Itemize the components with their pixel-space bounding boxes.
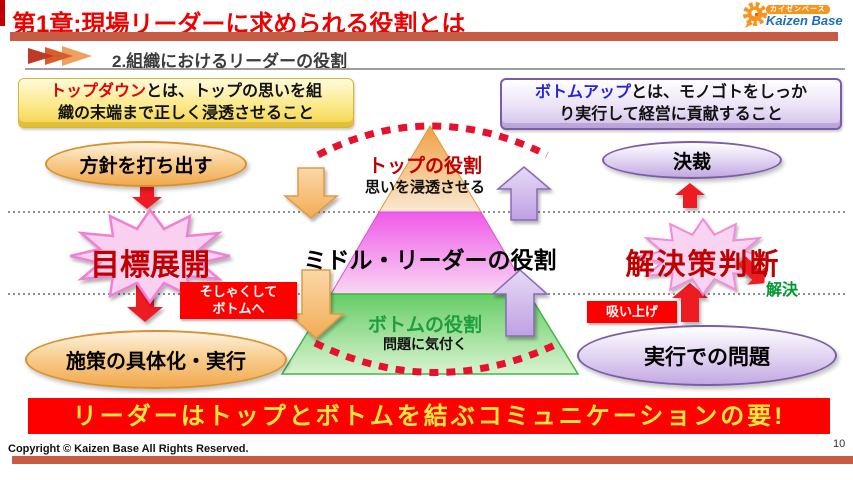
problem-label: 実行での問題 xyxy=(644,345,770,369)
goal-burst-label: 目標展開 xyxy=(90,249,210,282)
solve-label: 解決 xyxy=(766,282,799,299)
top-role-label: トップの役割 xyxy=(367,156,482,177)
kaizen-logo: カイゼンベース Kaizen Base xyxy=(740,1,852,31)
policy-label: 方針を打ち出す xyxy=(79,155,213,177)
topdown-line1-rest: とは、トップの思いを組 xyxy=(146,83,323,100)
middle-role-label: ミドル・リーダーの役割 xyxy=(303,247,557,273)
problem-ellipse: 実行での問題 xyxy=(577,325,837,386)
topdown-line2: 織の末端まで正しく浸透させること xyxy=(57,105,314,122)
implement-ellipse: 施策の具体化・実行 xyxy=(25,330,287,389)
section-heading: 2.組織におけるリーダーの役割 xyxy=(112,52,348,71)
purple-up-arrow-top xyxy=(495,166,553,221)
orange-down-arrow-top xyxy=(282,167,340,219)
section-rule xyxy=(25,68,845,70)
triple-chevron-icon xyxy=(28,46,92,66)
policy-ellipse: 方針を打ち出す xyxy=(45,141,247,187)
red-down-arrow-policy xyxy=(132,186,162,209)
logo-brand: Kaizen Base xyxy=(766,12,843,28)
logo-tagline: カイゼンベース xyxy=(766,4,830,14)
bottomup-line2: り実行して経営に貢献すること xyxy=(559,106,783,123)
chew-line1: そしゃくして xyxy=(199,284,278,299)
bottom-role-sub-label: 問題に気付く xyxy=(383,336,467,352)
pickup-note: 吸い上げ xyxy=(587,301,677,323)
bottomup-callout: ボトムアップとは、モノゴトをしっか り実行して経営に貢献すること xyxy=(500,78,842,130)
implement-label: 施策の具体化・実行 xyxy=(66,351,246,373)
topdown-line1: トップダウンとは、トップの思いを組 xyxy=(19,81,353,103)
pyramid-bottom-band xyxy=(280,293,580,375)
bottomup-line1-rest: とは、モノゴトをしっか xyxy=(631,84,808,101)
topdown-callout: トップダウンとは、トップの思いを組 織の末端まで正しく浸透させること xyxy=(18,78,354,128)
chew-note: そしゃくして ボトムへ xyxy=(180,282,297,319)
copyright: Copyright © Kaizen Base All Rights Reser… xyxy=(8,443,249,455)
purple-up-arrow-bottom xyxy=(491,268,549,337)
title-underline-bar xyxy=(10,32,838,41)
red-up-arrow-approval xyxy=(675,183,705,208)
bottom-dashed-arc xyxy=(313,339,561,376)
bottom-role-label: ボトムの役割 xyxy=(367,315,482,336)
approval-label: 決裁 xyxy=(672,151,711,173)
bottomup-keyword: ボトムアップ xyxy=(534,84,631,101)
footer-bar xyxy=(12,456,853,464)
judgement-burst-label: 解決策判断 xyxy=(625,249,781,281)
top-dashed-arc xyxy=(316,122,549,159)
topdown-keyword: トップダウン xyxy=(49,83,146,100)
bottomup-line1: ボトムアップとは、モノゴトをしっか xyxy=(502,82,840,104)
approval-ellipse: 決裁 xyxy=(602,141,782,179)
gear-icon xyxy=(743,2,767,28)
page-number: 10 xyxy=(833,438,846,450)
red-up-arrow-pickup xyxy=(672,283,708,322)
red-diagonal-arrow-solve xyxy=(737,256,766,285)
top-role-sub-label: 思いを浸透させる xyxy=(364,179,485,196)
orange-down-arrow-bottom xyxy=(287,269,345,340)
chew-line2: ボトムへ xyxy=(212,301,265,316)
title-accent-tab xyxy=(0,0,5,26)
key-message-banner: リーダーはトップとボトムを結ぶコミュニケーションの要! xyxy=(28,398,830,434)
